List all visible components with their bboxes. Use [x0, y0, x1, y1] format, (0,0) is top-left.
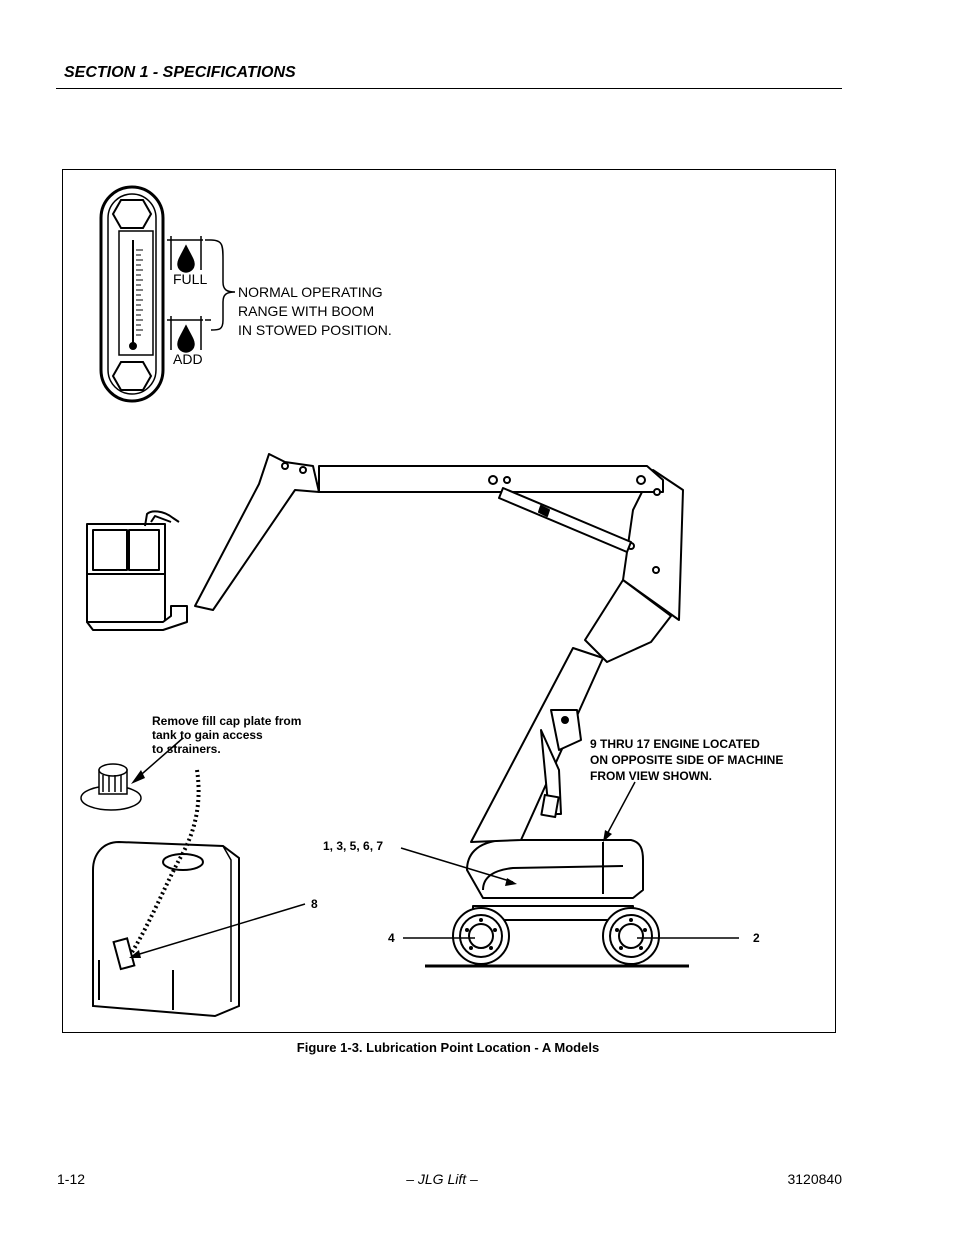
engine-note-line-3: FROM VIEW SHOWN. — [590, 769, 712, 783]
engine-leader-line — [604, 781, 636, 839]
publisher: – JLG Lift – — [406, 1171, 478, 1187]
page-number: 1-12 — [57, 1171, 86, 1187]
lubrication-diagram: FULL ADD NORMAL OPERATING RANGE WITH BOO… — [80, 185, 783, 1018]
engine-arrow-head — [603, 830, 612, 842]
figure-frame: FULL ADD NORMAL OPERATING RANGE WITH BOO… — [62, 169, 836, 1033]
hydraulic-tank-icon — [92, 769, 240, 1018]
sight-gauge-icon — [99, 185, 165, 403]
range-note-line-3: IN STOWED POSITION. — [238, 322, 392, 338]
callout-rear-wheel: 4 — [388, 931, 395, 945]
figure-caption: Figure 1-3. Lubrication Point Location -… — [296, 1040, 600, 1055]
section-title: SECTION 1 - SPECIFICATIONS — [64, 64, 296, 81]
add-label: ADD — [173, 351, 203, 367]
tank-arrow-head — [129, 950, 141, 958]
fill-cap-icon — [80, 763, 142, 811]
oil-drop-icon — [167, 236, 211, 353]
range-note-line-2: RANGE WITH BOOM — [238, 303, 374, 319]
turntable-leader-line — [400, 847, 514, 883]
aerial-lift-icon — [86, 453, 689, 968]
doc-number: 3120840 — [787, 1171, 842, 1187]
range-brace — [210, 239, 236, 331]
callout-turntable: 1, 3, 5, 6, 7 — [323, 839, 383, 853]
tank-note-line-2: tank to gain access — [152, 728, 263, 742]
tank-note-line-3: to strainers. — [152, 742, 221, 756]
header-divider — [56, 88, 842, 89]
engine-note-line-2: ON OPPOSITE SIDE OF MACHINE — [590, 753, 783, 767]
range-note-line-1: NORMAL OPERATING — [238, 284, 383, 300]
full-label: FULL — [173, 271, 207, 287]
turntable-arrow-head — [505, 878, 517, 886]
tank-note-line-1: Remove fill cap plate from — [152, 714, 301, 728]
tank-leader-line — [132, 903, 306, 957]
cap-arrow-head — [131, 770, 145, 784]
engine-note-line-1: 9 THRU 17 ENGINE LOCATED — [590, 737, 760, 751]
callout-front-wheel: 2 — [753, 931, 760, 945]
cap-pointer-arrow — [134, 737, 184, 781]
callout-tank: 8 — [311, 897, 318, 911]
